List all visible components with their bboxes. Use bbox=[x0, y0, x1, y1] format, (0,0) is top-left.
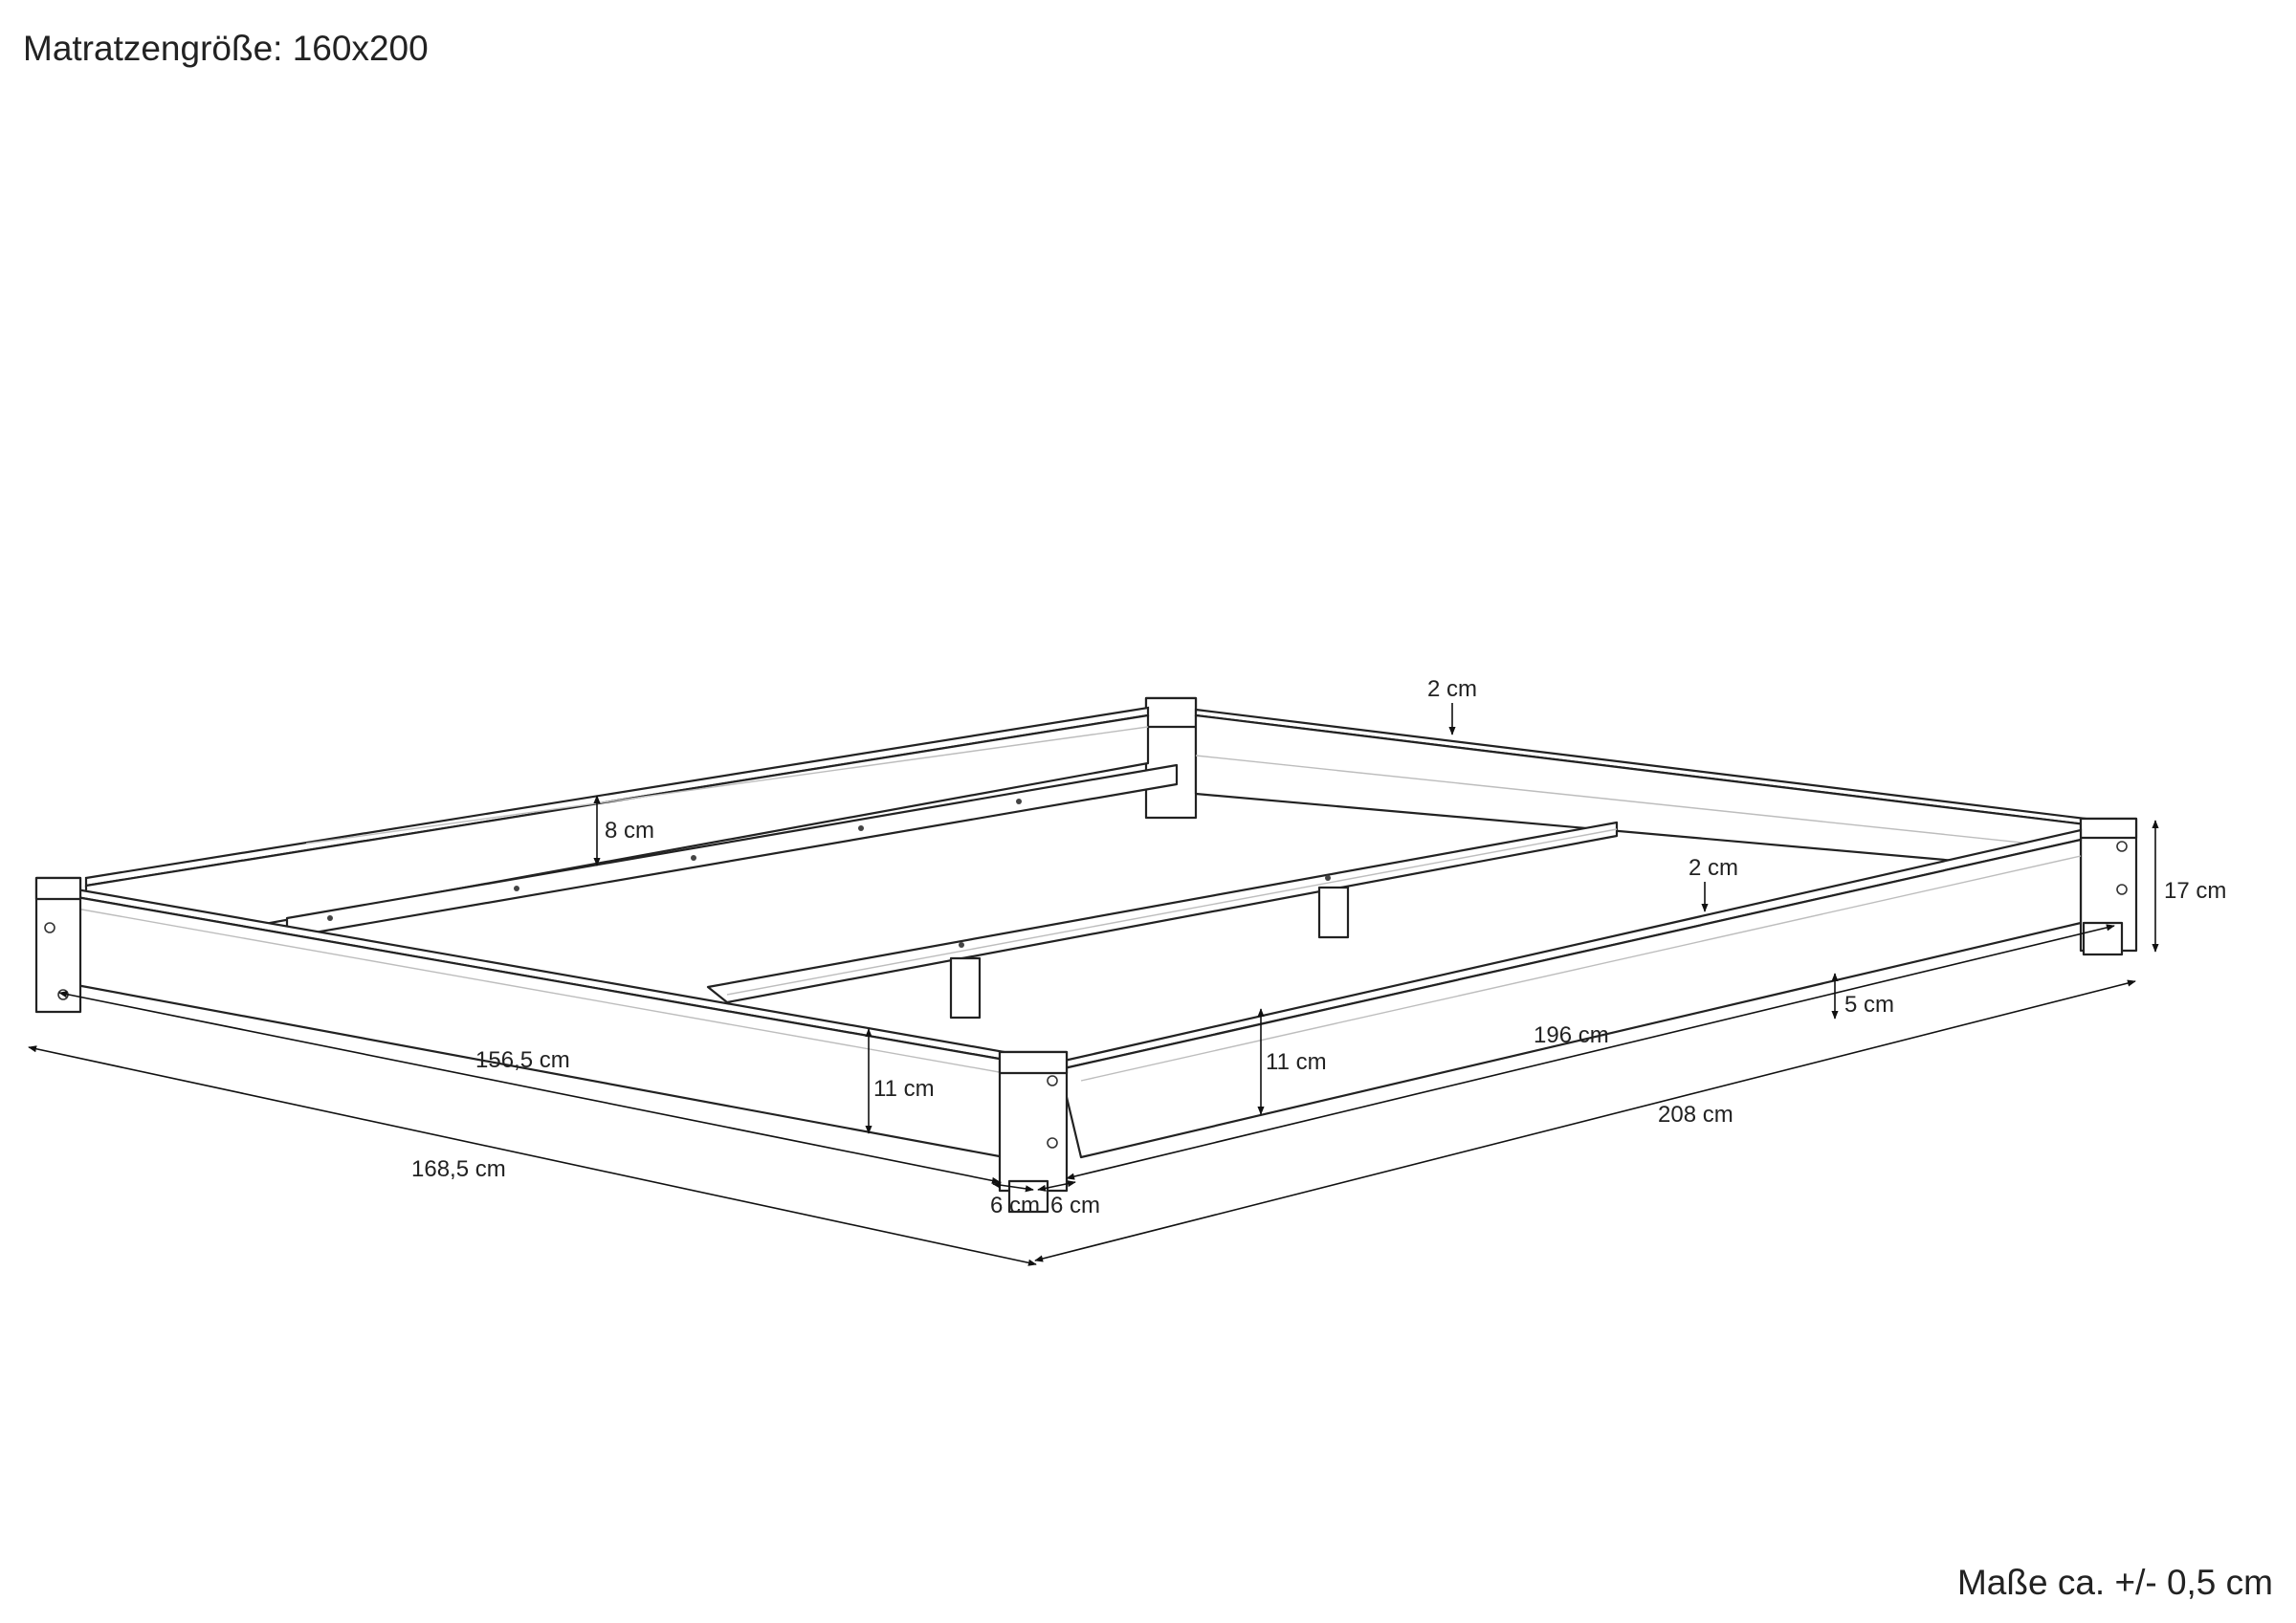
label-post-depth-left: 6 cm bbox=[990, 1193, 1040, 1218]
left-side-rail bbox=[84, 706, 1179, 958]
dimension-lines bbox=[28, 703, 2159, 1266]
label-side-rail-front-height: 11 cm bbox=[1266, 1049, 1327, 1075]
corner-post-back-right bbox=[2079, 817, 2138, 956]
corner-post-back-left bbox=[1144, 696, 1198, 820]
label-foot-rail-inner-width: 156,5 cm bbox=[475, 1047, 570, 1073]
label-foot-rail-height: 11 cm bbox=[873, 1076, 935, 1102]
label-leg-height: 5 cm bbox=[1844, 992, 1894, 1018]
corner-post-front-center bbox=[998, 1050, 1069, 1214]
right-side-rail bbox=[1058, 828, 2083, 1159]
corner-post-front-left bbox=[34, 876, 82, 1014]
tolerance-note: Maße ca. +/- 0,5 cm bbox=[1956, 1563, 2273, 1602]
dimension-labels: 2 cm 8 cm 2 cm 17 cm 156,5 cm 11 cm 11 c… bbox=[411, 676, 2226, 1218]
label-side-rail-inner-length: 196 cm bbox=[1534, 1022, 1609, 1048]
label-back-rail-gap: 2 cm bbox=[1427, 676, 1477, 702]
label-side-rail-height: 8 cm bbox=[605, 818, 654, 844]
label-corner-post-height: 17 cm bbox=[2164, 878, 2226, 904]
mattress-size-title: Matratzengröße: 160x200 bbox=[23, 29, 429, 68]
bed-frame bbox=[34, 696, 2138, 1214]
label-overall-width: 168,5 cm bbox=[411, 1156, 506, 1182]
head-rail bbox=[1194, 708, 2087, 874]
label-overall-length: 208 cm bbox=[1658, 1102, 1733, 1128]
label-right-rail-gap: 2 cm bbox=[1689, 855, 1738, 881]
foot-rail bbox=[75, 888, 1006, 1159]
label-post-depth-right: 6 cm bbox=[1050, 1193, 1100, 1218]
